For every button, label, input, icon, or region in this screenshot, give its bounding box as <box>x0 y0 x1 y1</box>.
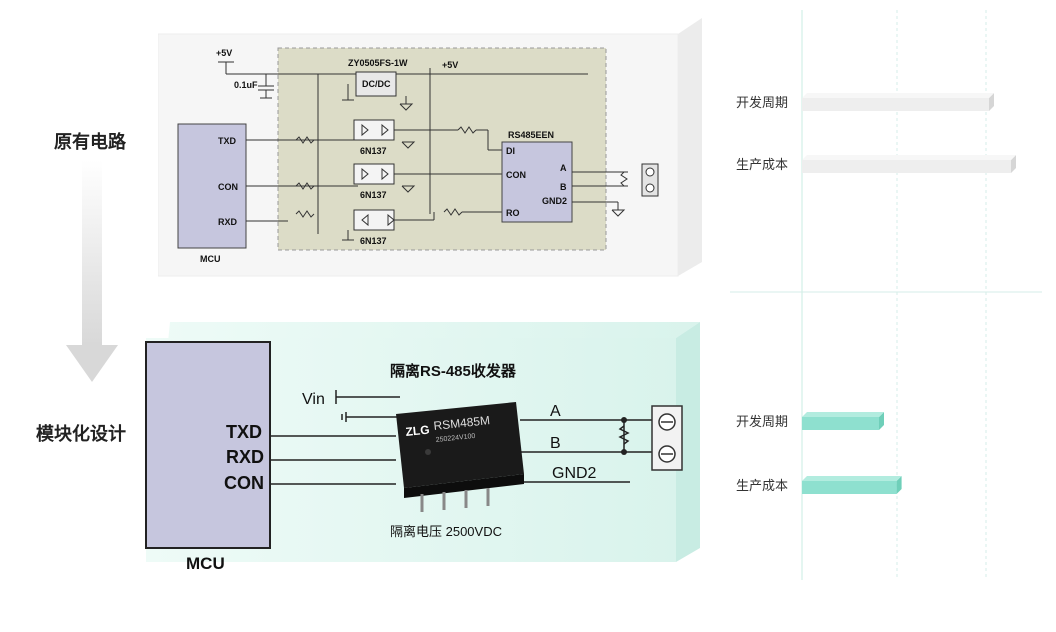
pin-label: CON <box>506 170 526 180</box>
original-circuit-label: 原有电路 <box>54 132 126 152</box>
mcu-pin-label: TXD <box>218 136 237 146</box>
bar-category-label: 生产成本 <box>736 478 788 493</box>
modular-circuit-diagram: ZLG RSM485M 250224V100 隔离RS-485收发器 Vin T… <box>145 322 700 573</box>
transceiver-label: RS485EEN <box>508 130 554 140</box>
bar-category-label: 开发周期 <box>736 95 788 110</box>
dcdc-part-label: ZY0505FS-1W <box>348 58 408 68</box>
vcc-right-label: +5V <box>442 60 458 70</box>
mcu-pin-label: RXD <box>226 447 264 467</box>
original-circuit-diagram: +5V 0.1uF ZY0505FS-1W DC/DC +5V 6N137 6N… <box>158 18 702 277</box>
chip-brand: ZLG <box>405 423 430 439</box>
pin-label: GND2 <box>542 196 567 206</box>
modular-design-label: 模块化设计 <box>36 424 126 444</box>
chip-model: RSM485M <box>433 413 491 433</box>
mcu-label: MCU <box>200 254 221 264</box>
bar <box>802 98 989 111</box>
bar <box>802 160 1011 173</box>
output-gnd2-label: GND2 <box>552 465 597 482</box>
bar-top <box>802 93 994 98</box>
bar-category-label: 开发周期 <box>736 414 788 429</box>
isolation-voltage-label: 隔离电压 2500VDC <box>390 524 502 539</box>
output-a-label: A <box>550 403 561 420</box>
opto-label: 6N137 <box>360 236 387 246</box>
vin-label: Vin <box>302 391 325 408</box>
down-arrow <box>66 160 118 382</box>
pin-label: B <box>560 182 567 192</box>
mcu-label: MCU <box>186 554 225 573</box>
bar <box>802 417 879 430</box>
rsm485m-chip: ZLG RSM485M 250224V100 <box>396 402 524 512</box>
pin-label: A <box>560 163 567 173</box>
dcdc-box-label: DC/DC <box>362 79 391 89</box>
bar-top <box>802 476 902 481</box>
opto-label: 6N137 <box>360 146 387 156</box>
output-b-label: B <box>550 435 561 452</box>
vcc-left-label: +5V <box>216 48 232 58</box>
bar-side <box>879 412 884 430</box>
mcu-pin-label: TXD <box>226 422 262 442</box>
bar-side <box>896 476 902 494</box>
module-title: 隔离RS-485收发器 <box>390 362 517 380</box>
pin-label: DI <box>506 146 515 156</box>
bar-side <box>989 93 994 111</box>
opto-label: 6N137 <box>360 190 387 200</box>
bar-category-label: 生产成本 <box>736 157 788 172</box>
capacitor-label: 0.1uF <box>234 80 258 90</box>
bar-top <box>802 412 884 417</box>
mcu-pin-label: CON <box>218 182 238 192</box>
bar-top <box>802 155 1016 160</box>
chip-code: 250224V100 <box>435 433 475 444</box>
mcu-pin-label: RXD <box>218 217 238 227</box>
bar-side <box>1011 155 1016 173</box>
pin-label: RO <box>506 208 520 218</box>
bar <box>802 481 897 494</box>
mcu-pin-label: CON <box>224 473 264 493</box>
